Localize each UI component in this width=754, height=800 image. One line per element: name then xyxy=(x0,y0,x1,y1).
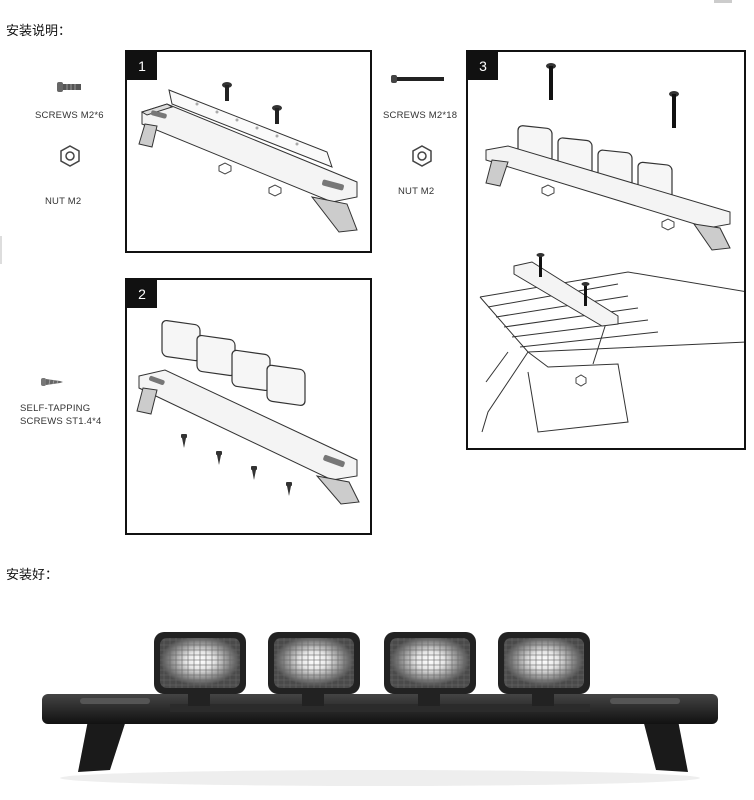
step-1-panel: 1 xyxy=(125,50,372,253)
installed-light-bar-photo xyxy=(20,600,740,790)
self-tapping-label-1: SELF-TAPPING xyxy=(20,403,91,414)
step-1-badge: 1 xyxy=(127,52,157,80)
nut-m2-icon-2 xyxy=(410,144,434,168)
nut-m2-icon xyxy=(58,144,82,168)
top-edge-mark xyxy=(714,0,732,3)
screws-m2-18-label: SCREWS M2*18 xyxy=(383,110,458,121)
step-2-panel: 2 xyxy=(125,278,372,535)
screws-m2-6-label: SCREWS M2*6 xyxy=(35,110,104,121)
step-2-drawing xyxy=(136,319,360,505)
self-tapping-screw-icon xyxy=(40,376,64,388)
nut-m2-label: NUT M2 xyxy=(45,196,82,207)
installed-heading: 安装好： xyxy=(6,568,59,583)
screw-m2-18-icon xyxy=(390,74,446,84)
step-2-badge: 2 xyxy=(127,280,157,308)
self-tapping-label-2: SCREWS ST1.4*4 xyxy=(20,416,102,427)
screw-m2-6-icon xyxy=(55,80,85,94)
step-3-badge: 3 xyxy=(468,52,498,80)
nut-m2-label-2: NUT M2 xyxy=(398,186,435,197)
step-3-panel: 3 xyxy=(466,50,746,450)
step-3-drawing xyxy=(479,63,744,433)
step-1-drawing xyxy=(138,82,358,233)
left-edge-mark xyxy=(0,236,2,264)
instructions-heading: 安装说明： xyxy=(6,24,72,39)
